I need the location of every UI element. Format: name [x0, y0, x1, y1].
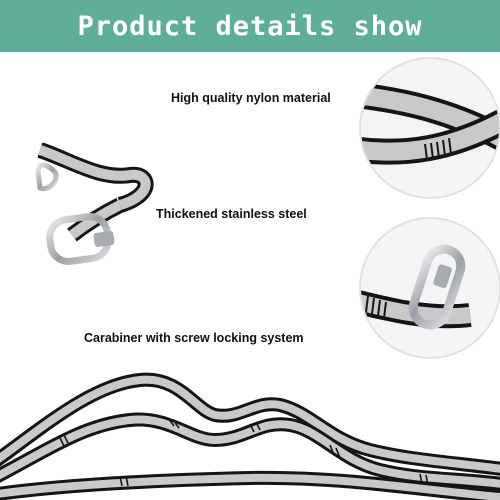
- page-title: Product details show: [77, 10, 423, 42]
- carabiner-closeup-circle: [359, 217, 500, 359]
- nylon-closeup-circle: [359, 57, 500, 199]
- strap-with-steel-link: [35, 142, 154, 266]
- feature-caption-nylon: High quality nylon material: [171, 91, 331, 105]
- daisy-chain-strap: [0, 372, 500, 500]
- header-banner: Product details show: [0, 0, 500, 52]
- feature-caption-steel: Thickened stainless steel: [156, 207, 307, 221]
- feature-caption-carabiner: Carabiner with screw locking system: [84, 331, 304, 345]
